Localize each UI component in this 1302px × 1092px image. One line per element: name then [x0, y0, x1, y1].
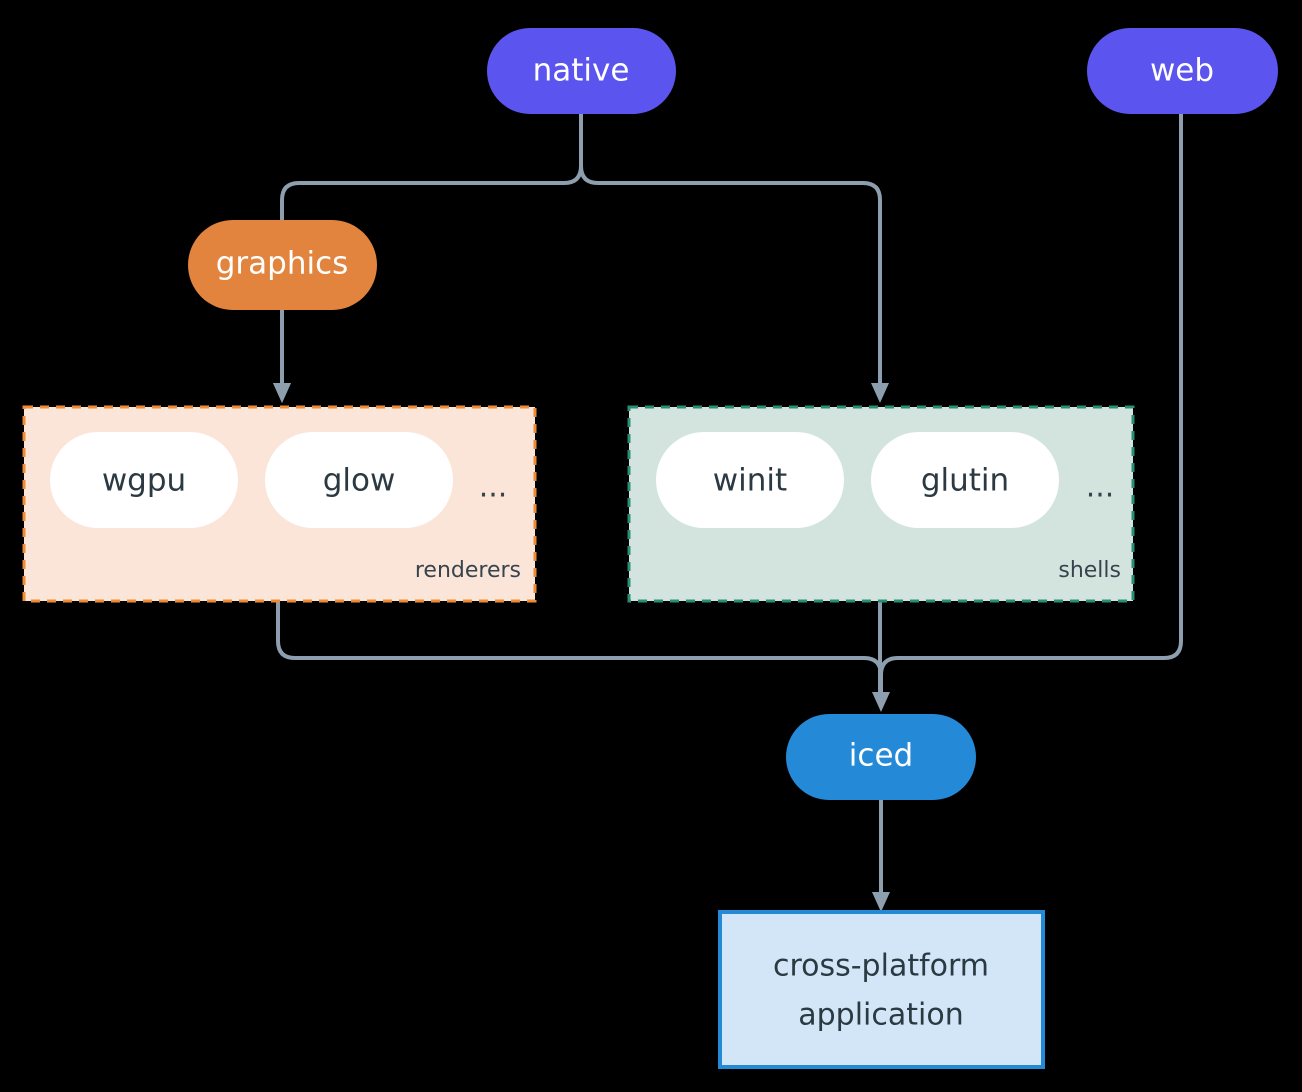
wgpu-label: wgpu — [102, 463, 186, 499]
iced-pill[interactable] — [786, 714, 976, 800]
glutin-pill[interactable] — [871, 432, 1059, 528]
renderers-item-wgpu[interactable]: wgpu — [50, 432, 238, 528]
arrowhead-into-iced — [872, 692, 890, 712]
web-label: web — [1150, 53, 1214, 89]
arrowhead-graphics-renderers — [273, 383, 291, 403]
shells-item-glutin[interactable]: glutin — [871, 432, 1059, 528]
glutin-label: glutin — [921, 463, 1009, 499]
node-graphics[interactable]: graphics — [188, 220, 377, 310]
web-pill[interactable] — [1087, 28, 1278, 114]
shells-more-ellipsis: ... — [1086, 470, 1115, 505]
native-pill[interactable] — [487, 28, 676, 114]
graphics-pill[interactable] — [188, 220, 377, 310]
graphics-label: graphics — [216, 246, 349, 282]
edge-layer — [273, 112, 1183, 912]
application-box[interactable] — [718, 910, 1045, 1069]
edge-web-to-iced — [879, 112, 1183, 697]
shells-item-winit[interactable]: winit — [656, 432, 844, 528]
group-shells: winit glutin ... shells — [627, 405, 1135, 603]
node-native[interactable]: native — [487, 28, 676, 114]
native-label: native — [533, 53, 630, 89]
renderers-item-glow[interactable]: glow — [265, 432, 453, 528]
shells-caption: shells — [1058, 558, 1121, 583]
node-web[interactable]: web — [1087, 28, 1278, 114]
wgpu-pill[interactable] — [50, 432, 238, 528]
arrowhead-native-shells — [871, 383, 889, 403]
glow-label: glow — [323, 463, 396, 499]
edge-native-to-shells — [579, 112, 882, 388]
winit-label: winit — [713, 463, 787, 499]
winit-pill[interactable] — [656, 432, 844, 528]
application-label-line2: application — [798, 998, 963, 1033]
renderers-caption: renderers — [415, 558, 521, 583]
arrowhead-iced-application — [872, 892, 890, 912]
glow-pill[interactable] — [265, 432, 453, 528]
renderers-more-ellipsis: ... — [479, 470, 508, 505]
iced-label: iced — [849, 738, 913, 774]
application-label-line1: cross-platform — [773, 949, 989, 984]
node-iced[interactable]: iced — [786, 714, 976, 800]
edge-renderers-to-iced — [276, 600, 883, 697]
node-application[interactable]: cross-platform application — [718, 910, 1045, 1069]
group-renderers: wgpu glow ... renderers — [22, 405, 537, 603]
